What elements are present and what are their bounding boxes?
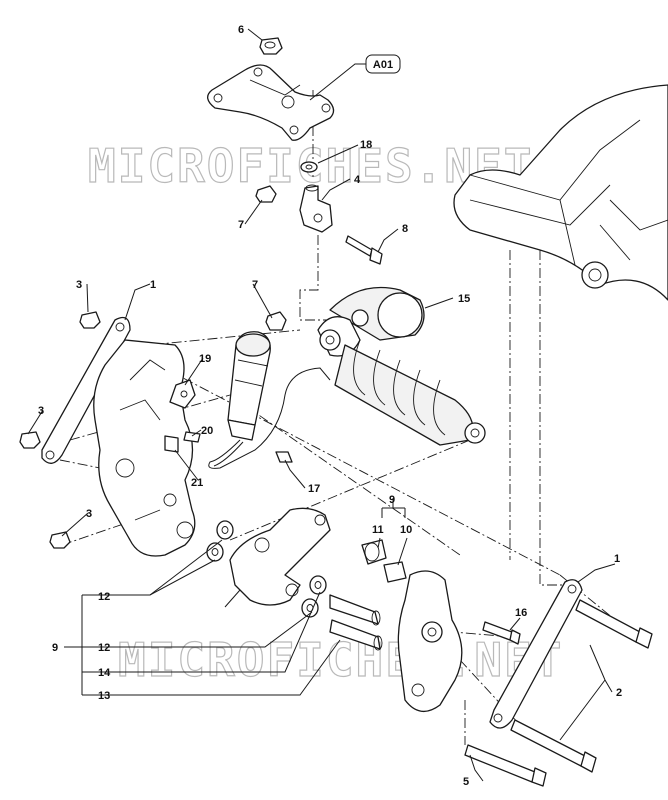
callout-14: 14 [98, 667, 111, 679]
callout-8: 8 [402, 223, 408, 235]
bolt-16 [482, 621, 521, 645]
bushing-14 [309, 575, 327, 595]
washer-18 [300, 161, 318, 173]
bolt-2-lower [510, 719, 597, 773]
callout-21: 21 [191, 477, 203, 489]
callout-16: 16 [515, 607, 527, 619]
callout-20: 20 [201, 425, 213, 437]
callout-13: 13 [98, 690, 110, 702]
frame-bracket [93, 339, 196, 557]
link-plate-1-right [489, 579, 583, 729]
callout-9-group: 9 [389, 494, 395, 506]
callout-12-a: 12 [98, 591, 110, 603]
nut-7-top [255, 185, 277, 203]
callout-3-mid: 3 [38, 405, 44, 417]
link-bracket [397, 570, 463, 712]
sleeve-13-upper [329, 594, 381, 626]
callout-11: 11 [372, 524, 384, 536]
reference-tag: A01 [365, 54, 401, 74]
nut-3-bottom [49, 531, 71, 549]
callout-9-left: 9 [52, 642, 58, 654]
callout-3-bottom: 3 [86, 508, 92, 520]
rocker-link-9 [229, 507, 331, 606]
callout-3-top: 3 [76, 279, 82, 291]
link-plate-1-left [41, 316, 131, 464]
shock-absorber-15 [317, 286, 486, 446]
nut-6 [259, 37, 283, 55]
nut-3-mid [19, 431, 41, 449]
callout-6: 6 [238, 24, 244, 36]
sleeve-13-lower [329, 619, 383, 651]
callout-17: 17 [308, 483, 320, 495]
callout-7-mid: 7 [252, 279, 258, 291]
bushing-12-upper [216, 520, 234, 540]
bolt-8 [345, 235, 383, 265]
nut-3-top [79, 311, 101, 329]
callout-1-right: 1 [614, 553, 620, 565]
bolt-17 [275, 451, 293, 463]
bolt-5 [464, 744, 547, 787]
callout-15: 15 [458, 293, 470, 305]
callout-2: 2 [616, 687, 622, 699]
reservoir-hose [208, 367, 331, 469]
leader-lines [27, 28, 616, 782]
screw-20 [183, 431, 201, 443]
reference-tag-text: A01 [373, 59, 393, 71]
callout-5: 5 [463, 776, 469, 788]
callout-labels: 6 18 4 7 8 7 15 3 1 3 19 20 21 17 3 9 11… [38, 24, 622, 788]
callout-4: 4 [354, 174, 361, 186]
callout-10: 10 [400, 524, 412, 536]
callout-12-b: 12 [98, 642, 110, 654]
nut-7-mid [265, 311, 287, 331]
shock-reservoir [227, 331, 271, 441]
swingarm [453, 84, 668, 301]
spacer-21 [164, 435, 179, 453]
bushing-11 [361, 539, 387, 565]
callout-7-top: 7 [238, 219, 244, 231]
watermark-bottom: MICROFICHES.NET [118, 633, 563, 687]
upper-shock-mount [207, 64, 335, 141]
bushing-10 [383, 561, 407, 583]
callout-1-left: 1 [150, 279, 156, 291]
clevis-4 [299, 184, 333, 233]
bushing-12-right [301, 598, 319, 618]
bolt-2-upper [575, 599, 653, 649]
callout-19: 19 [199, 353, 211, 365]
callout-18: 18 [360, 139, 372, 151]
